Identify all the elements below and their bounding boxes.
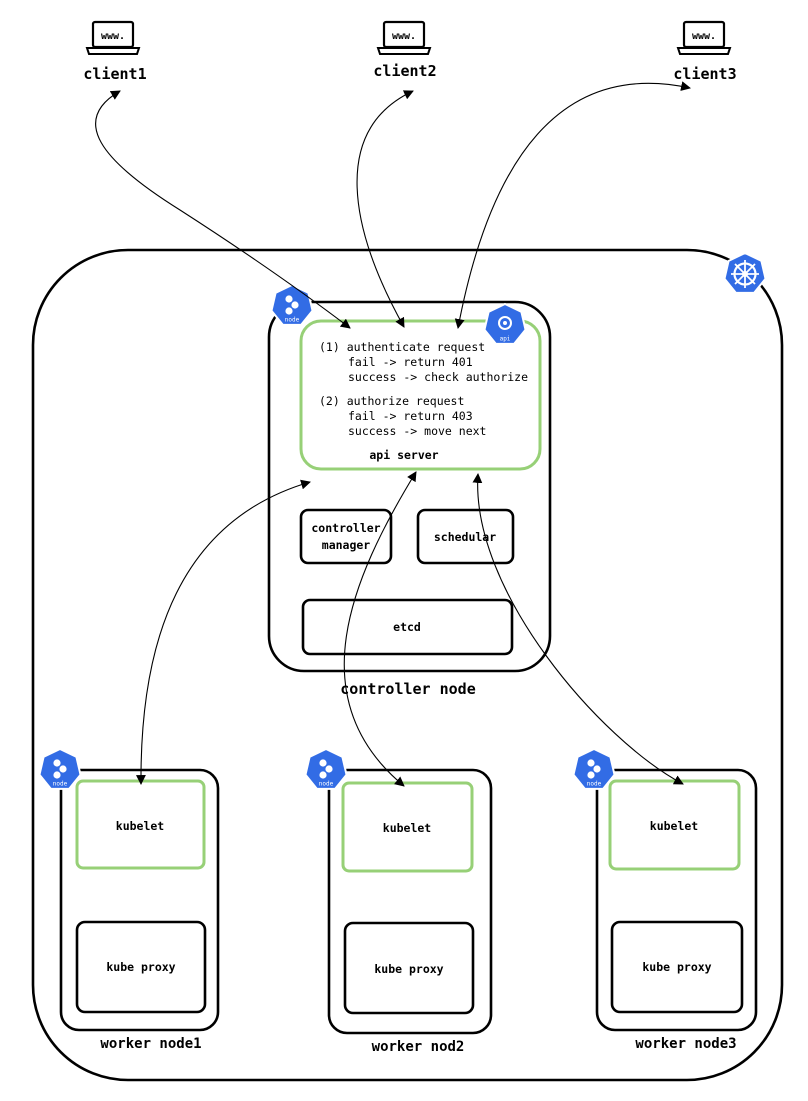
kube-proxy-box: kube proxy [343, 921, 475, 1015]
laptop-screen-text: www. [392, 31, 416, 42]
kubelet-box: kubelet [608, 779, 741, 871]
worker-node-2-label: worker nod2 [372, 1039, 465, 1055]
laptop-icon: www. [676, 20, 732, 55]
node-badge-text: node [285, 317, 300, 324]
api-server-box: (1) authenticate request fail -> return … [299, 319, 542, 471]
laptop-icon: www. [85, 20, 141, 55]
kubelet-label: kubelet [650, 819, 699, 833]
node-badge-text: node [587, 781, 602, 788]
controller-manager-box: controller manager [299, 508, 393, 565]
laptop-screen-text: www. [692, 31, 716, 42]
connector-client2-api-server [356, 90, 414, 328]
worker-node-3: kubelet kube proxy worker node3 node [572, 748, 758, 1052]
step2-success-text: success -> move next [348, 424, 486, 438]
kube-proxy-box: kube proxy [610, 920, 744, 1014]
laptop-screen-text: www. [101, 31, 125, 42]
client2: www. client2 [373, 20, 437, 80]
connector-api-server-kubelet-3 [472, 473, 684, 785]
client1-label: client1 [83, 65, 146, 83]
step1-fail-text: fail -> return 401 [348, 355, 473, 369]
connector-api-server-kubelet-1 [135, 479, 311, 785]
controller-node-label: controller node [340, 680, 475, 698]
client1: www. client1 [83, 20, 147, 83]
node-badge-icon: node [270, 284, 314, 326]
kube-proxy-label: kube proxy [642, 960, 711, 974]
client3-label: client3 [673, 65, 736, 83]
worker-node-1: kubelet kube proxy worker node1 node [38, 748, 220, 1052]
controller-manager-line2: manager [322, 538, 371, 552]
laptop-icon: www. [376, 20, 432, 55]
api-badge-icon: api [483, 303, 527, 345]
connector-api-server-kubelet-2 [343, 471, 417, 787]
worker-node-3-label: worker node3 [635, 1036, 736, 1052]
api-server-label: api server [369, 448, 438, 462]
kube-proxy-label: kube proxy [106, 960, 175, 974]
step1-success-text: success -> check authorize [348, 370, 528, 384]
node-badge-text: node [53, 781, 68, 788]
etcd-label: etcd [393, 620, 421, 634]
worker-node-2: kubelet kube proxy worker nod2 node [304, 748, 493, 1055]
controller-manager-line1: controller [311, 521, 380, 535]
controller-node: (1) authenticate request fail -> return … [267, 284, 552, 698]
connector-client1-api-server [95, 90, 351, 329]
kubelet-box: kubelet [75, 779, 206, 870]
step2-text: (2) authorize request [319, 394, 464, 408]
kube-proxy-label: kube proxy [374, 962, 443, 976]
connector-client3-api-server [454, 81, 691, 329]
kubelet-label: kubelet [383, 821, 432, 835]
step2-fail-text: fail -> return 403 [348, 409, 473, 423]
etcd-box: etcd [301, 598, 514, 656]
node-badge-icon: node [304, 748, 348, 790]
kubelet-box: kubelet [341, 781, 474, 873]
node-badge-text: node [319, 781, 334, 788]
kubernetes-wheel-icon [723, 252, 767, 294]
node-badge-icon: node [572, 748, 616, 790]
schedular-box: schedular [416, 508, 515, 565]
client2-label: client2 [373, 62, 436, 80]
step1-text: (1) authenticate request [319, 340, 485, 354]
api-badge-text: api [500, 336, 511, 343]
kubelet-label: kubelet [116, 819, 165, 833]
kube-proxy-box: kube proxy [75, 920, 207, 1014]
worker-node-1-label: worker node1 [100, 1036, 201, 1052]
node-badge-icon: node [38, 748, 82, 790]
client3: www. client3 [673, 20, 737, 83]
